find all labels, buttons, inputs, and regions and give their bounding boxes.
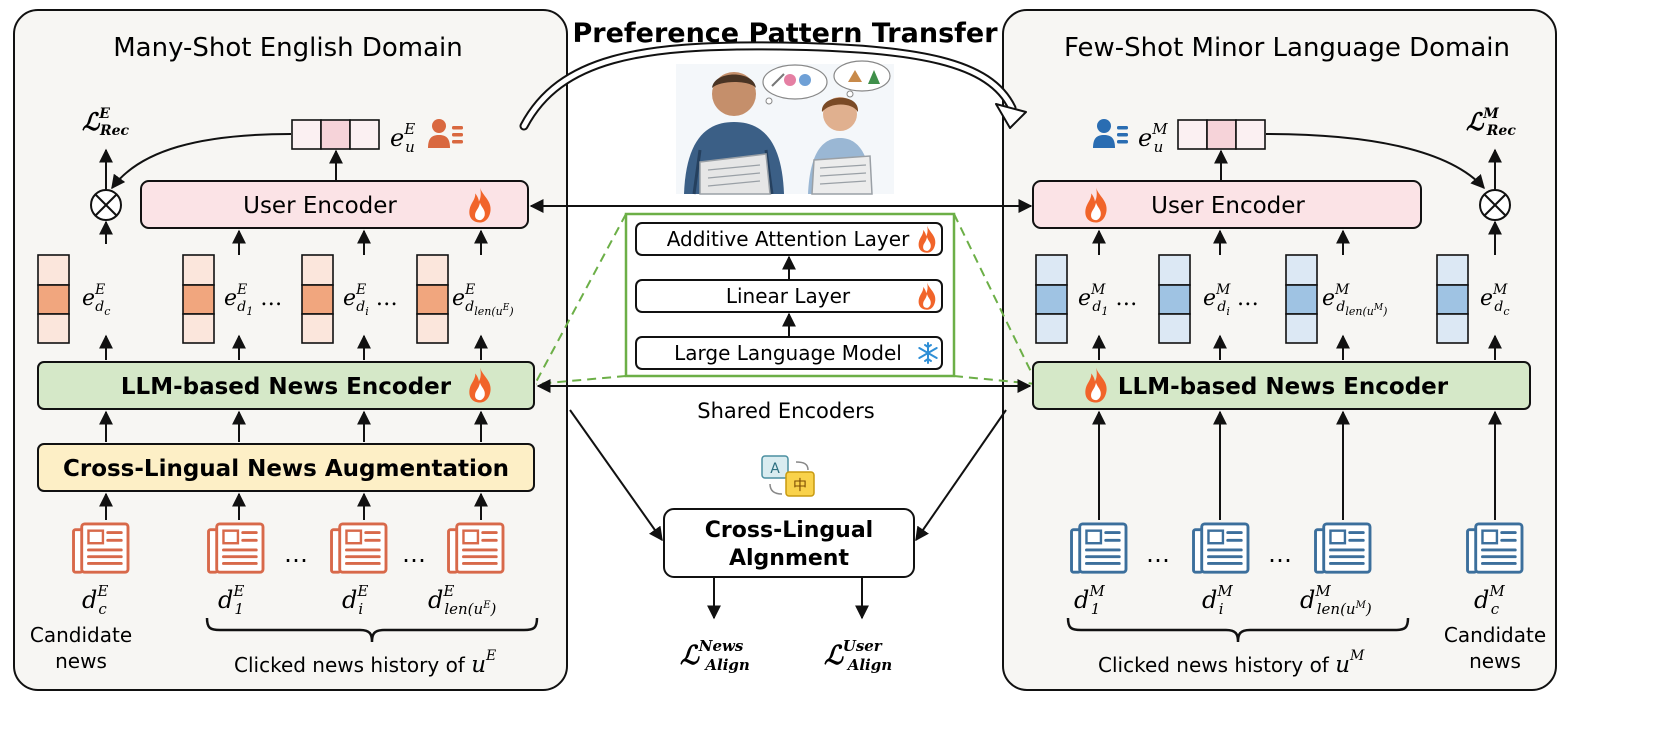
- translate-icon: A 中: [761, 455, 815, 497]
- cross-lingual-augmentation-label: Cross-Lingual News Augmentation: [63, 456, 509, 482]
- minor-user-encoder: [1032, 180, 1422, 229]
- product-operator-icon: [1479, 189, 1511, 221]
- english-embedding-column: [416, 254, 449, 344]
- ellipsis: …: [402, 540, 426, 568]
- additive-attention-layer: [635, 222, 943, 256]
- candidate-news-label: news: [55, 649, 107, 673]
- minor-embedding-column: [1035, 254, 1068, 344]
- linear-layer-label: Linear Layer: [726, 284, 851, 308]
- large-language-model-label: Large Language Model: [674, 341, 902, 365]
- english-user-encoder: [140, 180, 529, 229]
- english-history-label: Clicked news history of uE: [234, 648, 496, 678]
- english-domain-title: Many-Shot English Domain: [113, 33, 463, 63]
- newspaper-icon: [1192, 522, 1250, 574]
- newspaper-icon: [72, 522, 130, 574]
- ellipsis: …: [1146, 540, 1170, 568]
- candidate-news-label: Candidate: [30, 623, 132, 647]
- newspaper-icon: [330, 522, 388, 574]
- svg-text:A: A: [770, 461, 780, 477]
- minor-news-encoder: [1032, 361, 1531, 410]
- history-brace: [205, 617, 539, 643]
- shared-encoders-caption: Shared Encoders: [697, 399, 874, 423]
- newspaper-icon: [1070, 522, 1128, 574]
- minor-embedding-column: [1436, 254, 1469, 344]
- cross-lingual-alignment-box: [663, 508, 915, 578]
- ellipsis: …: [284, 540, 308, 568]
- newspaper-icon: [207, 522, 265, 574]
- english-user-embedding: [291, 119, 380, 150]
- newspaper-icon: [1466, 522, 1524, 574]
- history-brace: [1066, 617, 1410, 643]
- product-operator-icon: [90, 189, 122, 221]
- newspaper-icon: [447, 522, 505, 574]
- alignment-label-line1: Cross-Lingual: [705, 518, 873, 543]
- english-user-encoder-label: User Encoder: [243, 193, 397, 219]
- alignment-label-line2: Algnment: [729, 546, 849, 571]
- candidate-news-label: Candidate: [1444, 623, 1546, 647]
- minor-domain-title: Few-Shot Minor Language Domain: [1064, 33, 1510, 63]
- additive-attention-label: Additive Attention Layer: [667, 227, 910, 251]
- minor-news-encoder-label: LLM-based News Encoder: [1118, 374, 1449, 400]
- english-embedding-column: [37, 254, 70, 344]
- svg-text:中: 中: [793, 478, 807, 494]
- family-reading-photo: [676, 60, 894, 195]
- minor-embedding-column: [1158, 254, 1191, 344]
- minor-user-embedding: [1177, 119, 1266, 150]
- english-news-encoder: [37, 361, 535, 410]
- english-embedding-column: [301, 254, 334, 344]
- newspaper-icon: [1314, 522, 1372, 574]
- english-news-encoder-label: LLM-based News Encoder: [121, 374, 452, 400]
- english-embedding-column: [182, 254, 215, 344]
- candidate-news-label: news: [1469, 649, 1521, 673]
- minor-embedding-column: [1285, 254, 1318, 344]
- cross-lingual-augmentation: [37, 443, 535, 492]
- ellipsis: …: [1268, 540, 1292, 568]
- minor-user-encoder-label: User Encoder: [1151, 193, 1305, 219]
- minor-history-label: Clicked news history of uM: [1098, 648, 1365, 678]
